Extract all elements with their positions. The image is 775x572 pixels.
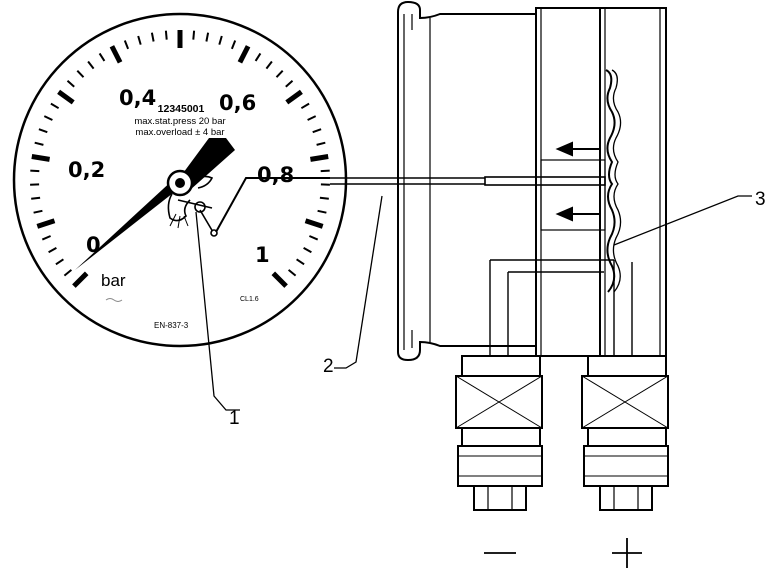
- minor-tick: [309, 235, 319, 241]
- minor-tick: [50, 102, 60, 110]
- minor-tick: [205, 32, 210, 42]
- accuracy-class: CL1.6: [240, 296, 259, 303]
- minor-tick: [137, 35, 142, 45]
- pressure-gauge: 0 0,2 0,4 0,6 0,8 1 12345001 max.stat.pr…: [12, 12, 348, 348]
- minor-tick: [320, 169, 330, 173]
- unit-label: bar: [101, 271, 126, 290]
- major-tick: [271, 271, 288, 288]
- minor-tick: [303, 247, 312, 254]
- svg-text:1: 1: [229, 408, 240, 429]
- scale-label-0-4: 0,4: [119, 86, 156, 110]
- minor-tick: [34, 141, 44, 146]
- diaphragm: [605, 69, 622, 293]
- minor-tick: [164, 30, 168, 40]
- major-tick: [36, 218, 56, 229]
- minor-tick: [218, 35, 223, 45]
- minor-tick: [38, 128, 48, 134]
- scale-label-0-8: 0,8: [257, 163, 294, 187]
- minor-tick: [254, 52, 262, 62]
- minor-tick: [30, 169, 40, 173]
- scale-label-1: 1: [255, 243, 270, 267]
- standard-label: EN-837-3: [154, 321, 189, 330]
- minor-tick: [265, 60, 273, 70]
- callout-2: 2: [323, 195, 383, 377]
- minor-tick: [317, 209, 327, 214]
- minor-tick: [319, 196, 329, 200]
- minor-tick: [230, 40, 237, 50]
- minor-tick: [63, 269, 73, 277]
- maker-mark: [105, 298, 123, 302]
- fitting-plus: [581, 355, 669, 511]
- minor-tick: [76, 70, 85, 78]
- major-tick: [237, 45, 251, 64]
- callout-3: 3: [613, 189, 766, 246]
- minor-tick: [43, 115, 53, 121]
- serial-number: 12345001: [158, 103, 205, 115]
- minor-tick: [275, 70, 284, 78]
- movement-mechanism: [167, 175, 330, 237]
- fitting-minus: [455, 355, 543, 511]
- callout-1: 1: [195, 211, 240, 429]
- scale-ticks: [30, 30, 330, 288]
- minor-tick: [307, 115, 317, 121]
- major-tick: [31, 154, 51, 162]
- minor-tick: [287, 269, 297, 277]
- pressure-arrows: [555, 141, 600, 222]
- svg-text:3: 3: [755, 189, 766, 210]
- minor-tick: [316, 141, 326, 146]
- major-tick: [109, 45, 123, 64]
- gauge-housing-section: [397, 0, 667, 362]
- max-static-pressure: max.stat.press 20 bar: [134, 116, 225, 127]
- minor-tick: [285, 80, 294, 88]
- minor-tick: [66, 80, 75, 88]
- major-tick: [72, 271, 89, 288]
- minor-tick: [300, 102, 310, 110]
- minor-tick: [87, 60, 95, 70]
- minor-tick: [123, 40, 130, 50]
- major-tick: [285, 89, 303, 105]
- major-tick: [309, 154, 329, 162]
- scale-label-0-2: 0,2: [68, 158, 105, 182]
- minor-tick: [312, 128, 322, 134]
- minor-tick: [150, 32, 155, 42]
- minor-tick: [33, 209, 43, 214]
- svg-text:2: 2: [323, 356, 334, 377]
- max-overload: max.overload ± 4 bar: [135, 127, 224, 138]
- minor-tick: [31, 196, 41, 200]
- major-tick: [304, 218, 324, 229]
- minor-tick: [55, 258, 64, 266]
- major-tick: [57, 89, 75, 105]
- port-plus-sign: [612, 538, 642, 568]
- minor-tick: [48, 247, 57, 254]
- gauge-pointer: [75, 138, 235, 270]
- minor-tick: [192, 30, 196, 40]
- push-rod: [330, 176, 606, 186]
- minor-tick: [41, 235, 51, 241]
- minor-tick: [296, 258, 305, 266]
- scale-label-0-6: 0,6: [219, 91, 256, 115]
- minor-tick: [98, 52, 106, 62]
